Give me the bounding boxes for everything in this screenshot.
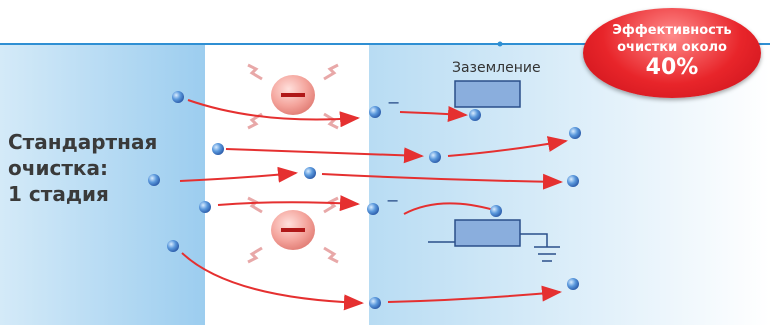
particle <box>367 203 379 215</box>
path-1 <box>187 99 360 128</box>
particle <box>429 151 441 163</box>
minus-icon <box>281 228 305 232</box>
path-1b <box>399 106 468 122</box>
left-panel <box>0 44 205 325</box>
path-5 <box>181 252 364 311</box>
charge-sign-1: − <box>387 93 400 112</box>
path-4 <box>217 195 360 212</box>
ground-icon <box>534 246 560 262</box>
ion-emitter-bottom <box>247 196 339 264</box>
badge-value: 40% <box>645 55 699 80</box>
particle <box>569 127 581 139</box>
particle-paths <box>179 99 568 311</box>
collector-plate-grounded <box>428 219 560 262</box>
ground-label: Заземление <box>452 60 541 76</box>
path-2b <box>447 136 568 157</box>
path-4b <box>403 202 495 215</box>
stage-label: Стандартная очистка: 1 стадия <box>8 129 157 207</box>
collector-plate-top <box>454 80 521 108</box>
stage-label-line2: очистка: <box>8 156 108 180</box>
particle <box>199 201 211 213</box>
stage-label-line3: 1 стадия <box>8 182 109 206</box>
minus-icon <box>281 93 305 97</box>
particle <box>304 167 316 179</box>
path-2 <box>225 147 424 164</box>
path-5b <box>387 285 562 303</box>
charge-sign-2: − <box>386 191 399 210</box>
particle <box>369 106 381 118</box>
particle <box>148 174 160 186</box>
efficiency-badge: Эффективность очистки около 40% <box>583 8 761 98</box>
path-3 <box>179 166 298 183</box>
particle <box>469 109 481 121</box>
particle <box>490 205 502 217</box>
particle <box>167 240 179 252</box>
particle <box>567 278 579 290</box>
ion-emitter-top <box>247 63 339 130</box>
top-line-dot <box>497 41 503 47</box>
path-3b <box>321 173 563 190</box>
particle <box>172 91 184 103</box>
particles <box>148 91 581 309</box>
particle <box>369 297 381 309</box>
particle <box>567 175 579 187</box>
particle <box>212 143 224 155</box>
badge-line2: очистки около <box>617 40 727 55</box>
badge-line1: Эффективность <box>612 23 732 38</box>
stage-label-line1: Стандартная <box>8 130 158 154</box>
